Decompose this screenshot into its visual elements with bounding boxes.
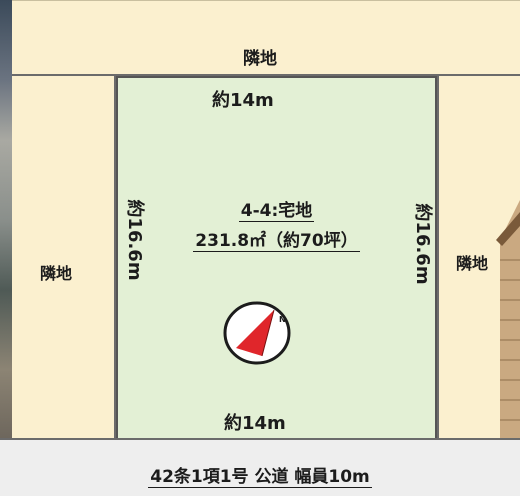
road-label: 42条1項1号 公道 幅員10m: [0, 462, 520, 488]
neighbor-house-illustration: [496, 200, 520, 440]
lot-area: 231.8㎡（約70坪）: [116, 226, 437, 252]
public-road: [0, 438, 520, 496]
neighbor-label-left: 隣地: [40, 264, 73, 283]
lot-number: 4-4:宅地: [238, 201, 315, 222]
dimension-bottom: 約14m: [224, 413, 286, 434]
compass-north-label: N: [279, 315, 286, 324]
lot-area-value: 231.8㎡（約70坪）: [193, 231, 360, 252]
site-lot: [116, 76, 437, 440]
neighbor-photo-left: [0, 0, 12, 440]
neighbor-lot-top: [12, 0, 520, 76]
north-compass-icon: N: [223, 301, 291, 365]
lot-title: 4-4:宅地: [116, 196, 437, 222]
road-label-text: 42条1項1号 公道 幅員10m: [148, 467, 372, 488]
neighbor-lot-left: [12, 76, 116, 440]
neighbor-label-right: 隣地: [456, 254, 489, 273]
neighbor-label-top: 隣地: [243, 49, 277, 69]
dimension-top: 約14m: [212, 90, 274, 111]
